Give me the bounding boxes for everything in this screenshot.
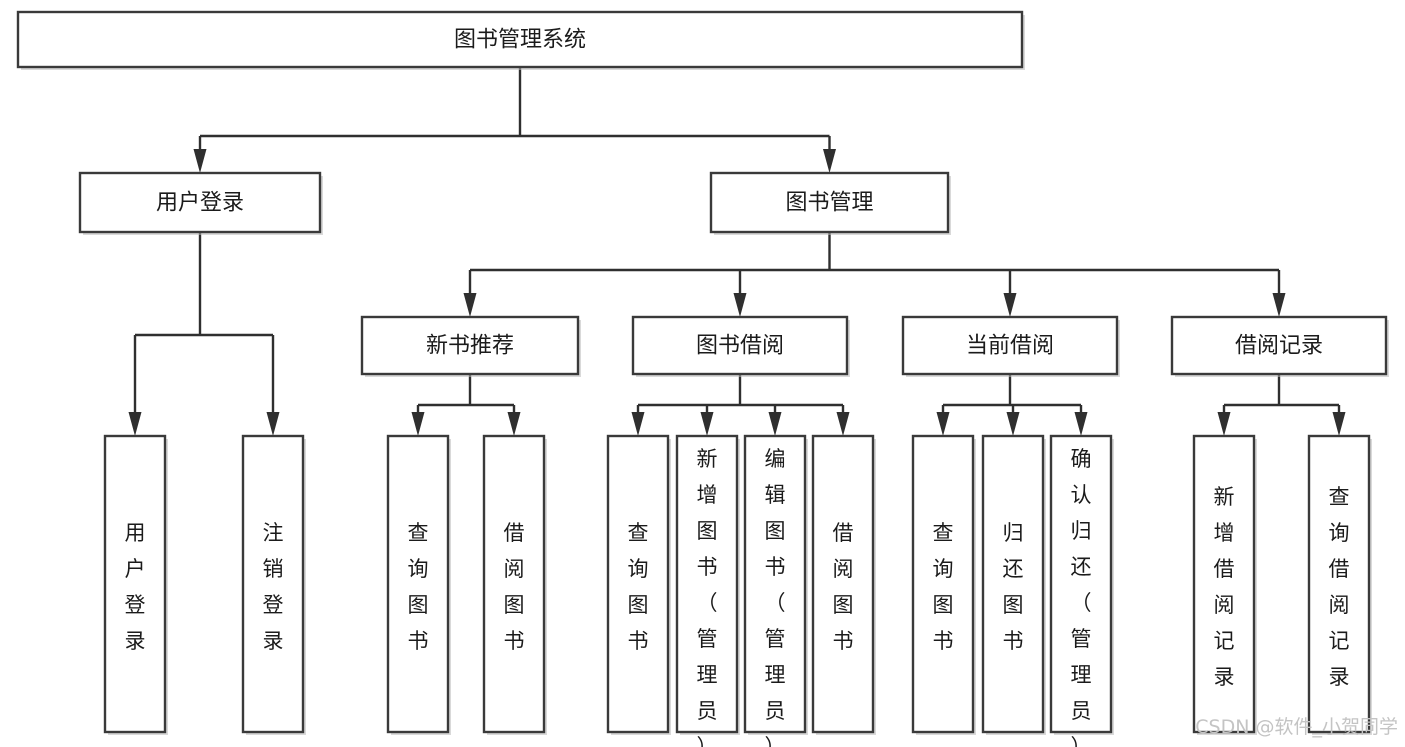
connector-arrowhead <box>733 293 747 317</box>
node-box-leaf-query-record[interactable] <box>1307 434 1371 734</box>
node-root[interactable]: 图书管理系统 <box>16 10 1025 70</box>
node-leaf-borrow-book-rec[interactable]: 借阅图书 <box>482 434 547 735</box>
node-leaf-add-record[interactable]: 新增借阅记录 <box>1192 434 1257 735</box>
connector-arrowhead <box>463 293 477 317</box>
node-leaf-logout[interactable]: 注销登录 <box>241 434 306 735</box>
node-box-book-borrow[interactable] <box>631 315 849 376</box>
node-label: 当前借阅 <box>966 334 1054 359</box>
node-box-leaf-query-book-rec[interactable] <box>386 434 450 734</box>
node-layer: 图书管理系统用户登录图书管理新书推荐图书借阅当前借阅借阅记录用户登录注销登录查询… <box>16 10 1389 747</box>
node-label: 借阅记录 <box>1235 334 1323 359</box>
node-label: 编辑图书（管理员） <box>765 447 786 747</box>
connector-layer <box>128 67 1346 436</box>
node-leaf-query-book-borrow[interactable]: 查询图书 <box>606 434 671 735</box>
node-box-leaf-edit-book[interactable] <box>743 434 807 734</box>
node-box-leaf-borrow-book[interactable] <box>811 434 875 734</box>
node-label: 用户登录 <box>156 191 244 216</box>
node-box-leaf-borrow-book-rec[interactable] <box>482 434 546 734</box>
node-label: 确认归还（管理员） <box>1071 447 1092 747</box>
node-label: 查询图书 <box>933 521 954 653</box>
connector-arrowhead <box>1332 412 1346 436</box>
node-leaf-borrow-book[interactable]: 借阅图书 <box>811 434 876 735</box>
connector-arrowhead <box>700 412 714 436</box>
node-label: 用户登录 <box>125 521 146 653</box>
connector-group-current-borrow <box>936 374 1088 436</box>
node-box-borrow-record[interactable] <box>1170 315 1388 376</box>
connector-arrowhead <box>266 412 280 436</box>
node-box-leaf-query-book-cur[interactable] <box>911 434 975 734</box>
node-box-leaf-query-book-borrow[interactable] <box>606 434 670 734</box>
node-box-leaf-return-book[interactable] <box>981 434 1045 734</box>
connector-arrowhead <box>823 149 836 173</box>
node-label: 归还图书 <box>1003 521 1024 653</box>
node-box-book-manage[interactable] <box>709 171 950 234</box>
node-box-user-login[interactable] <box>78 171 322 234</box>
node-user-login[interactable]: 用户登录 <box>78 171 323 235</box>
node-box-current-borrow[interactable] <box>901 315 1119 376</box>
connector-group-book-borrow <box>631 374 850 436</box>
connector-arrowhead <box>507 412 521 436</box>
node-label: 查询图书 <box>628 521 649 653</box>
node-box-new-book-rec[interactable] <box>360 315 580 376</box>
connector-arrowhead <box>1217 412 1231 436</box>
node-box-leaf-confirm-return[interactable] <box>1049 434 1113 734</box>
node-leaf-query-record[interactable]: 查询借阅记录 <box>1307 434 1372 735</box>
connector-arrowhead <box>836 412 850 436</box>
connector-arrowhead <box>1074 412 1088 436</box>
node-label: 新增图书（管理员） <box>697 447 718 747</box>
node-borrow-record[interactable]: 借阅记录 <box>1170 315 1389 377</box>
connector-arrowhead <box>631 412 645 436</box>
connector-arrowhead <box>1003 293 1017 317</box>
connector-arrowhead <box>936 412 950 436</box>
csdn-watermark: CSDN @软件_小贺同学 <box>1195 716 1398 738</box>
node-box-leaf-user-login[interactable] <box>103 434 167 734</box>
node-book-manage[interactable]: 图书管理 <box>709 171 951 235</box>
node-leaf-edit-book[interactable]: 编辑图书（管理员） <box>743 434 808 747</box>
node-book-borrow[interactable]: 图书借阅 <box>631 315 850 377</box>
connector-arrowhead <box>411 412 425 436</box>
node-label: 新增借阅记录 <box>1214 485 1235 689</box>
connector-group-new-book-rec <box>411 374 521 436</box>
node-label: 借阅图书 <box>504 521 525 653</box>
node-leaf-confirm-return[interactable]: 确认归还（管理员） <box>1049 434 1114 747</box>
connector-arrowhead <box>128 412 142 436</box>
connector-arrowhead <box>193 149 207 173</box>
node-label: 图书借阅 <box>696 334 784 359</box>
connector-group-book-manage <box>463 232 1286 317</box>
connector-group-borrow-record <box>1217 374 1346 436</box>
node-label: 注销登录 <box>263 521 284 653</box>
node-box-leaf-logout[interactable] <box>241 434 305 734</box>
node-leaf-query-book-cur[interactable]: 查询图书 <box>911 434 976 735</box>
node-box-leaf-add-book[interactable] <box>675 434 739 734</box>
node-box-root[interactable] <box>16 10 1024 69</box>
node-leaf-add-book[interactable]: 新增图书（管理员） <box>675 434 740 747</box>
connector-group-root <box>193 67 836 173</box>
node-leaf-return-book[interactable]: 归还图书 <box>981 434 1046 735</box>
node-label: 图书管理 <box>785 191 873 216</box>
node-current-borrow[interactable]: 当前借阅 <box>901 315 1120 377</box>
node-new-book-rec[interactable]: 新书推荐 <box>360 315 581 377</box>
connector-arrowhead <box>1272 293 1286 317</box>
node-label: 借阅图书 <box>833 521 854 653</box>
node-leaf-user-login[interactable]: 用户登录 <box>103 434 168 735</box>
node-box-leaf-add-record[interactable] <box>1192 434 1256 734</box>
node-label: 新书推荐 <box>426 334 514 359</box>
connector-group-user-login <box>128 232 280 436</box>
connector-arrowhead <box>768 412 782 436</box>
node-label: 图书管理系统 <box>454 28 586 53</box>
node-leaf-query-book-rec[interactable]: 查询图书 <box>386 434 451 735</box>
node-label: 查询借阅记录 <box>1329 485 1350 689</box>
node-label: 查询图书 <box>408 521 429 653</box>
connector-arrowhead <box>1006 412 1020 436</box>
